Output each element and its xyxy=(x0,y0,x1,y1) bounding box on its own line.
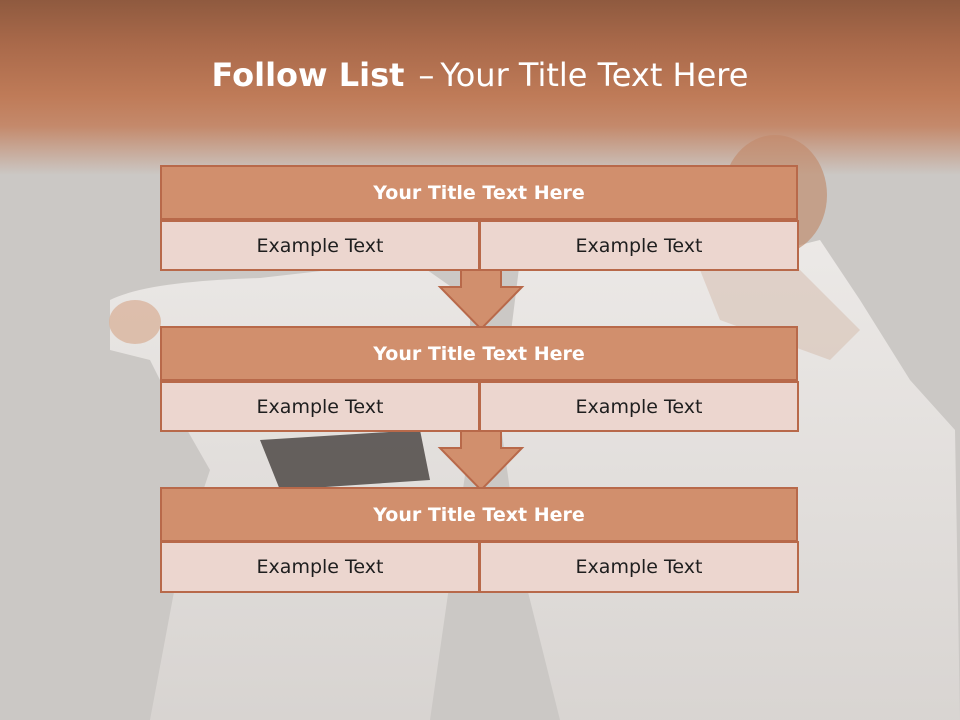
block-cell-right[interactable]: Example Text xyxy=(479,220,799,271)
down-arrow-icon xyxy=(437,430,525,492)
slide-title: Follow List–Your Title Text Here xyxy=(0,56,960,94)
block-cell-left[interactable]: Example Text xyxy=(160,381,480,432)
header-band xyxy=(0,0,960,175)
block-title[interactable]: Your Title Text Here xyxy=(160,326,798,381)
title-dash: – xyxy=(418,56,435,94)
block-cell-left[interactable]: Example Text xyxy=(160,541,480,593)
block-cell-right[interactable]: Example Text xyxy=(479,381,799,432)
block-title[interactable]: Your Title Text Here xyxy=(160,165,798,220)
block-cell-left[interactable]: Example Text xyxy=(160,220,480,271)
block-cell-right[interactable]: Example Text xyxy=(479,541,799,593)
title-bold: Follow List xyxy=(211,56,405,94)
block-title[interactable]: Your Title Text Here xyxy=(160,487,798,542)
title-rest: Your Title Text Here xyxy=(440,56,749,94)
down-arrow-icon xyxy=(437,269,525,331)
